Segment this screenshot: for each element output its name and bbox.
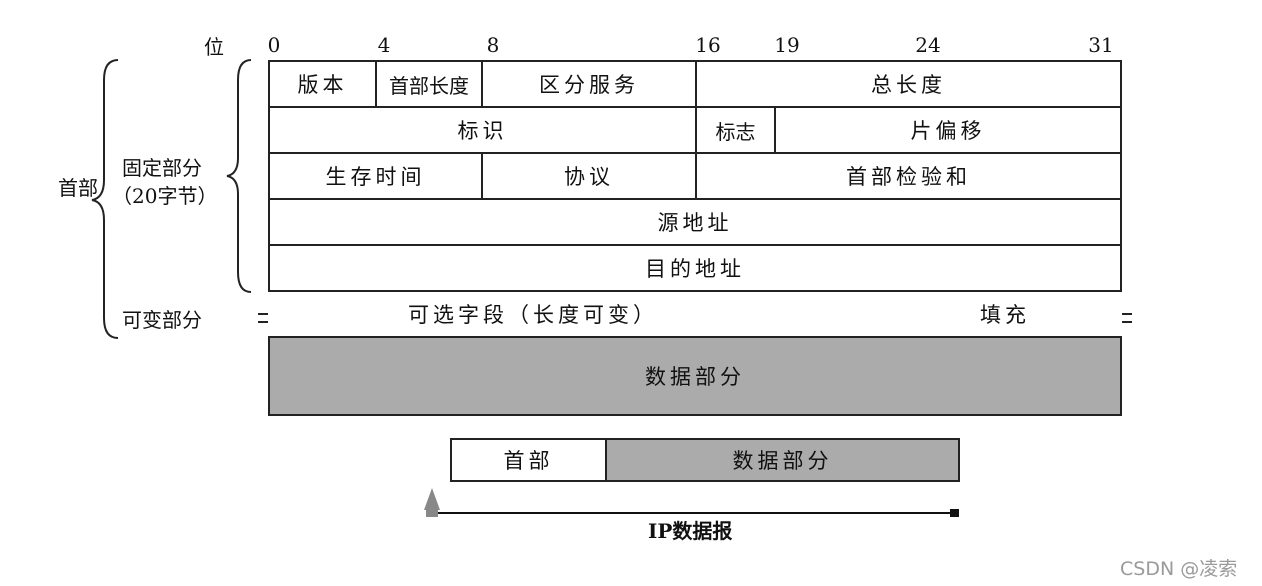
datagram-data-block: 数据部分: [605, 438, 960, 482]
field-differentiated-services: 区分服务: [481, 60, 697, 108]
bit-position-24: 24: [915, 33, 941, 57]
field-padding: 填充: [980, 303, 1030, 327]
field-total-length: 总长度: [695, 60, 1122, 108]
field-flags: 标志: [695, 106, 776, 154]
datagram-header-block: 首部: [450, 438, 607, 482]
datagram-arrow-start-icon: [424, 488, 440, 510]
field-version: 版本: [268, 60, 377, 108]
fixed-part-size-label: （20字节）: [112, 184, 218, 208]
bit-position-4: 4: [377, 33, 391, 57]
bit-position-31: 31: [1088, 33, 1114, 57]
field-header-length: 首部长度: [375, 60, 483, 108]
bit-position-0: 0: [267, 33, 281, 57]
watermark-text: CSDN @凌索: [1120, 558, 1238, 580]
bit-position-19: 19: [774, 33, 800, 57]
field-options-row: 可选字段（长度可变） 填充: [268, 290, 1122, 338]
ip-header-diagram: 版本 首部长度 区分服务 总长度 标识 标志 片偏移 生存时间 协议 首部检验和…: [268, 60, 1122, 416]
data-part-block: 数据部分: [268, 336, 1122, 416]
header-brace: [91, 59, 119, 339]
header-label-vertical: 首部: [58, 176, 98, 200]
bit-axis-label: 位: [204, 35, 224, 59]
field-options: 可选字段（长度可变）: [408, 303, 658, 327]
field-time-to-live: 生存时间: [268, 152, 483, 200]
field-identification: 标识: [268, 106, 697, 154]
field-destination-address: 目的地址: [268, 244, 1122, 292]
field-header-checksum: 首部检验和: [695, 152, 1122, 200]
fixed-part-label: 固定部分: [122, 156, 202, 180]
field-fragment-offset: 片偏移: [774, 106, 1122, 154]
header-label: 首部: [58, 176, 98, 200]
bit-position-8: 8: [486, 33, 500, 57]
field-source-address: 源地址: [268, 198, 1122, 246]
field-protocol: 协议: [481, 152, 697, 200]
variable-part-label: 可变部分: [122, 308, 202, 332]
fixed-part-brace: [226, 59, 252, 293]
bit-position-16: 16: [695, 33, 721, 57]
datagram-arrow-end-icon: [950, 509, 959, 517]
datagram-label: IP数据报: [648, 519, 733, 543]
